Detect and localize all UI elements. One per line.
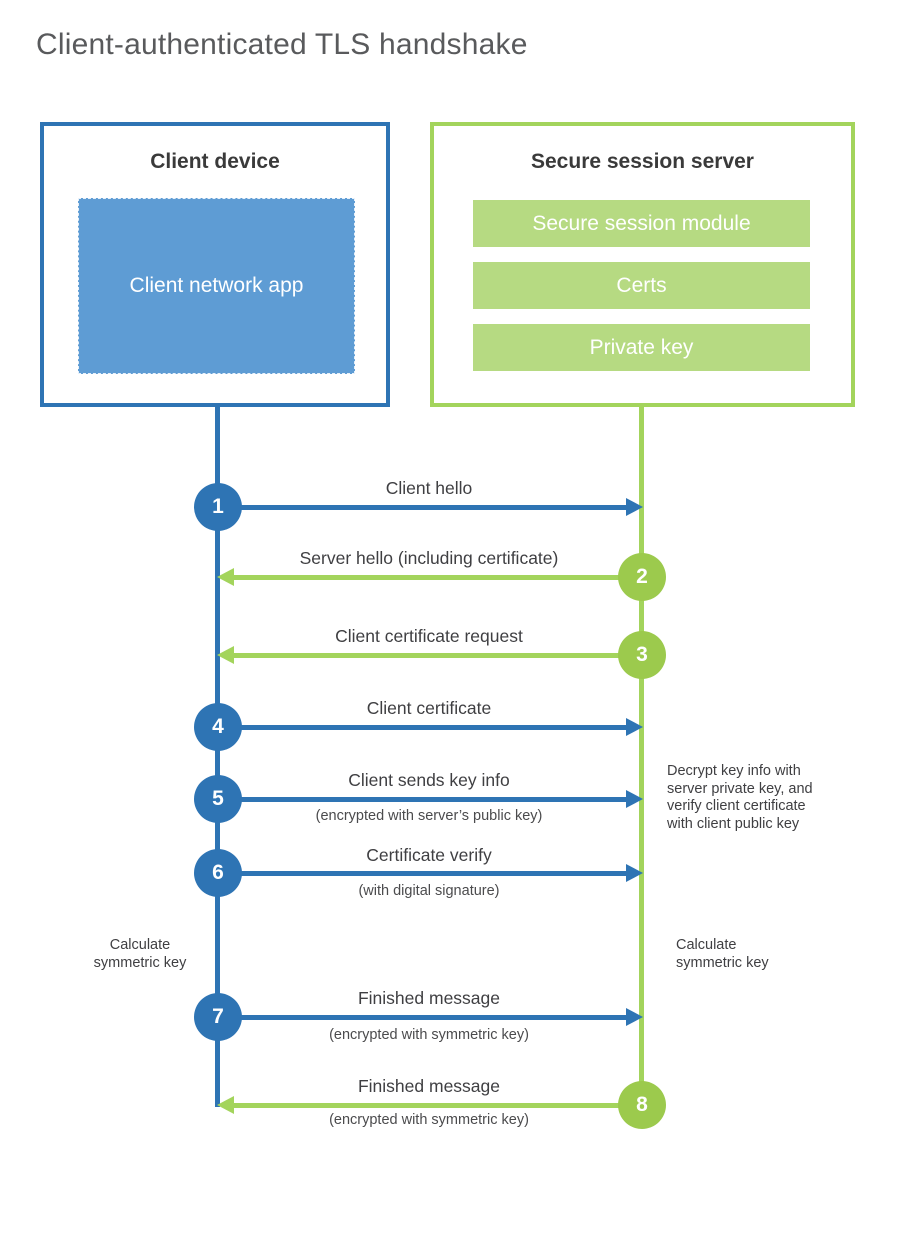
- server-module-private-key: Private key: [473, 324, 810, 371]
- page-title: Client-authenticated TLS handshake: [36, 28, 528, 61]
- message-label: Finished message: [357, 988, 501, 1008]
- arrowhead-left-icon: [217, 1096, 234, 1114]
- arrowhead-right-icon: [626, 718, 643, 736]
- step-number-badge: 4: [194, 703, 242, 751]
- arrow-client-to-server: [218, 871, 626, 876]
- server-calculate-key-note: Calculate symmetric key: [676, 937, 769, 971]
- client-lifeline: [215, 407, 220, 1107]
- message-label: Finished message: [357, 1076, 501, 1096]
- step-number-badge: 7: [194, 993, 242, 1041]
- arrow-server-to-client: [234, 1103, 641, 1108]
- arrowhead-right-icon: [626, 790, 643, 808]
- client-network-app-label: Client network app: [129, 274, 304, 297]
- message-label: Client certificate: [366, 698, 492, 718]
- arrow-client-to-server: [218, 797, 626, 802]
- secure-session-server-title: Secure session server: [531, 150, 754, 173]
- message-sublabel: (encrypted with symmetric key): [329, 1112, 529, 1128]
- message-sublabel: (with digital signature): [358, 883, 500, 899]
- client-device-title: Client device: [150, 150, 280, 173]
- client-network-app-box: Client network app: [78, 198, 355, 374]
- step-number-badge: 2: [618, 553, 666, 601]
- arrowhead-left-icon: [217, 568, 234, 586]
- server-module-secure-session: Secure session module: [473, 200, 810, 247]
- step-number-badge: 5: [194, 775, 242, 823]
- client-calculate-key-note: Calculate symmetric key: [93, 937, 187, 971]
- message-label: Certificate verify: [366, 845, 492, 865]
- message-sublabel: (encrypted with symmetric key): [329, 1027, 529, 1043]
- step-number-badge: 8: [618, 1081, 666, 1129]
- arrow-client-to-server: [218, 725, 626, 730]
- arrowhead-right-icon: [626, 498, 643, 516]
- server-module-label: Private key: [589, 335, 694, 359]
- step-number-badge: 6: [194, 849, 242, 897]
- arrowhead-right-icon: [626, 1008, 643, 1026]
- arrowhead-right-icon: [626, 864, 643, 882]
- step-number-badge: 1: [194, 483, 242, 531]
- message-label: Client sends key info: [348, 770, 510, 790]
- message-label: Client certificate request: [335, 626, 523, 646]
- message-label: Server hello (including certificate): [299, 548, 559, 568]
- server-module-label: Secure session module: [532, 211, 751, 235]
- message-sublabel: (encrypted with server’s public key): [315, 808, 543, 824]
- arrow-client-to-server: [218, 505, 626, 510]
- arrow-server-to-client: [234, 653, 641, 658]
- server-decrypt-note: Decrypt key info with server private key…: [667, 763, 813, 832]
- server-module-certs: Certs: [473, 262, 810, 309]
- server-module-label: Certs: [616, 273, 667, 297]
- message-label: Client hello: [385, 478, 473, 498]
- arrow-client-to-server: [218, 1015, 626, 1020]
- server-lifeline: [639, 407, 644, 1109]
- arrowhead-left-icon: [217, 646, 234, 664]
- step-number-badge: 3: [618, 631, 666, 679]
- arrow-server-to-client: [234, 575, 641, 580]
